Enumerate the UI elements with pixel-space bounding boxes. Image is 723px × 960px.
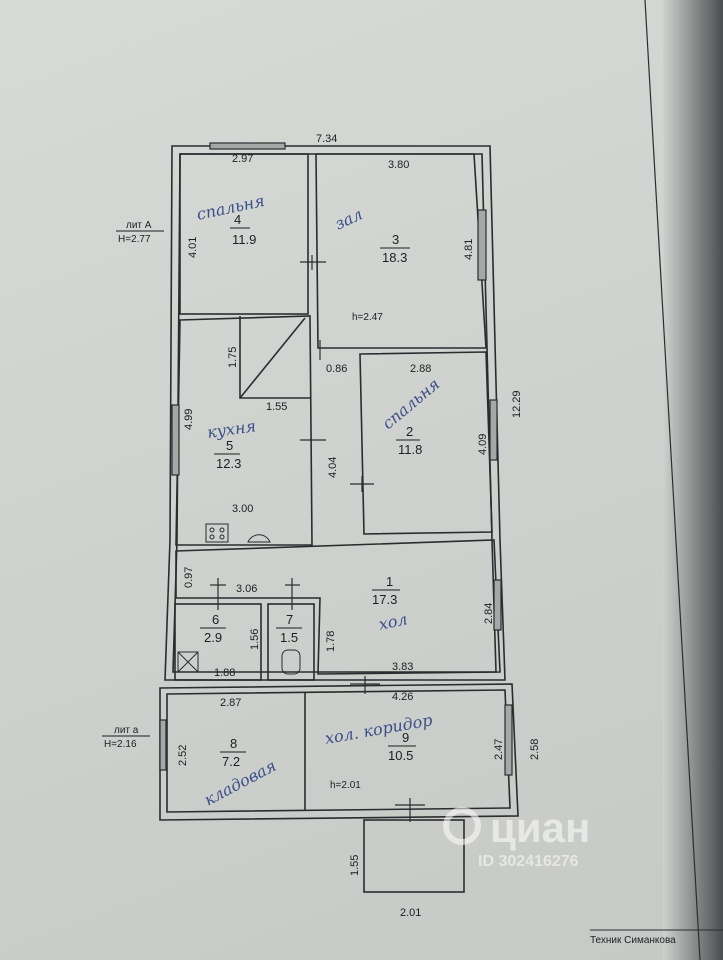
room-3-name: зал (332, 204, 366, 233)
watermark-id: ID 302416276 (478, 853, 579, 870)
dim-r6-h: 1.56 (249, 629, 261, 650)
fixtures (177, 523, 301, 675)
room-5-name: кухня (206, 416, 257, 442)
room-9-area: 10.5 (388, 748, 413, 763)
dim-r6-7-width: 3.06 (236, 583, 257, 595)
room-2-walls (359, 351, 493, 535)
watermark: циан ID 302416276 (443, 804, 590, 870)
lit-a-lower-label: лит а (114, 725, 139, 736)
room-3-ceiling-height: h=2.47 (352, 312, 383, 323)
window (493, 579, 502, 631)
room-1-number: 1 (386, 574, 393, 589)
dim-r4-height: 4.01 (187, 237, 199, 258)
windows (159, 142, 513, 776)
main-outline (164, 145, 506, 681)
room-4-name: спальня (195, 191, 266, 224)
dim-r3-height: 4.81 (463, 239, 475, 260)
room-1-name: хол (377, 609, 409, 634)
dim-r2-width: 2.88 (410, 363, 431, 375)
room-4-walls (179, 153, 309, 315)
room-5-number: 5 (226, 438, 233, 453)
dim-r1-w: 3.83 (392, 661, 413, 673)
room-7-number: 7 (286, 612, 293, 627)
dim-r3-width: 3.80 (388, 159, 409, 171)
dim-r8-h: 2.52 (177, 745, 189, 766)
watermark-brand: циан (490, 804, 590, 851)
dim-veranda-h: 2.58 (529, 739, 541, 760)
veranda-outline (159, 683, 519, 821)
dim-hall-h: 1.78 (325, 631, 337, 652)
room-1-walls (175, 539, 501, 675)
room-8-number: 8 (230, 736, 237, 751)
dim-porch-h: 1.55 (349, 855, 361, 876)
dim-r9-h: 2.47 (493, 739, 505, 760)
shower-icon (177, 651, 199, 673)
cian-logo-icon (443, 807, 481, 845)
room-4-area: 11.9 (232, 232, 256, 247)
dim-r2-height: 4.09 (477, 434, 489, 455)
room-9-ceiling-height: h=2.01 (330, 780, 361, 791)
lit-a-upper-label: лит А (126, 220, 152, 231)
dim-gap: 0.86 (326, 363, 347, 375)
dim-r6-w: 1.88 (214, 667, 235, 679)
room-9-number: 9 (402, 730, 409, 745)
room-2-number: 2 (406, 424, 413, 439)
dim-r8-width: 2.87 (220, 697, 241, 709)
room-6-number: 6 (212, 612, 219, 627)
room-8-area: 7.2 (222, 754, 240, 769)
footer-technician: Техник Симанкова (590, 935, 676, 946)
boiler-icon (247, 534, 271, 543)
dim-stair-h: 1.75 (227, 347, 239, 368)
veranda-inner (166, 689, 511, 813)
room-3-area: 18.3 (382, 250, 407, 265)
dim-corr-h: 4.04 (327, 457, 339, 478)
stairs-diagonal (239, 317, 306, 399)
stove-icon (205, 523, 229, 543)
room-5-area: 12.3 (216, 456, 241, 471)
dim-total-length: 12.29 (511, 390, 523, 418)
dim-stair-w: 1.55 (266, 401, 287, 413)
walls (159, 145, 519, 893)
toilet-icon (281, 649, 301, 675)
lit-a-lower-height: H=2.16 (104, 739, 137, 750)
dim-r5-height: 4.99 (183, 409, 195, 430)
dim-veranda-width: 4.26 (392, 691, 413, 703)
dim-total-width: 7.34 (316, 133, 337, 145)
room-1-area: 17.3 (372, 592, 397, 607)
window (171, 404, 180, 476)
window (489, 399, 498, 461)
doors (210, 255, 425, 822)
dim-r4-width: 2.97 (232, 153, 253, 165)
room-9-name: хол. коридор (323, 710, 433, 748)
porch (363, 819, 465, 893)
dim-porch-w: 2.01 (400, 907, 421, 919)
room-7-walls (267, 603, 315, 681)
window (209, 142, 286, 150)
frame-line (644, 0, 701, 960)
window (477, 209, 487, 281)
lit-a-upper-height: H=2.77 (118, 234, 151, 245)
window (159, 719, 167, 771)
room-6-area: 2.9 (204, 630, 222, 645)
room-7-area: 1.5 (280, 630, 298, 645)
window (504, 704, 513, 776)
room-3-number: 3 (392, 232, 399, 247)
dim-r5-width: 3.00 (232, 503, 253, 515)
dim-hall-strip: 0.97 (183, 567, 195, 588)
room-4-number: 4 (234, 212, 241, 227)
main-inner (172, 153, 497, 673)
room-2-area: 11.8 (398, 442, 422, 457)
dim-r1-h: 2.84 (483, 603, 495, 624)
room-3-walls (315, 153, 487, 349)
